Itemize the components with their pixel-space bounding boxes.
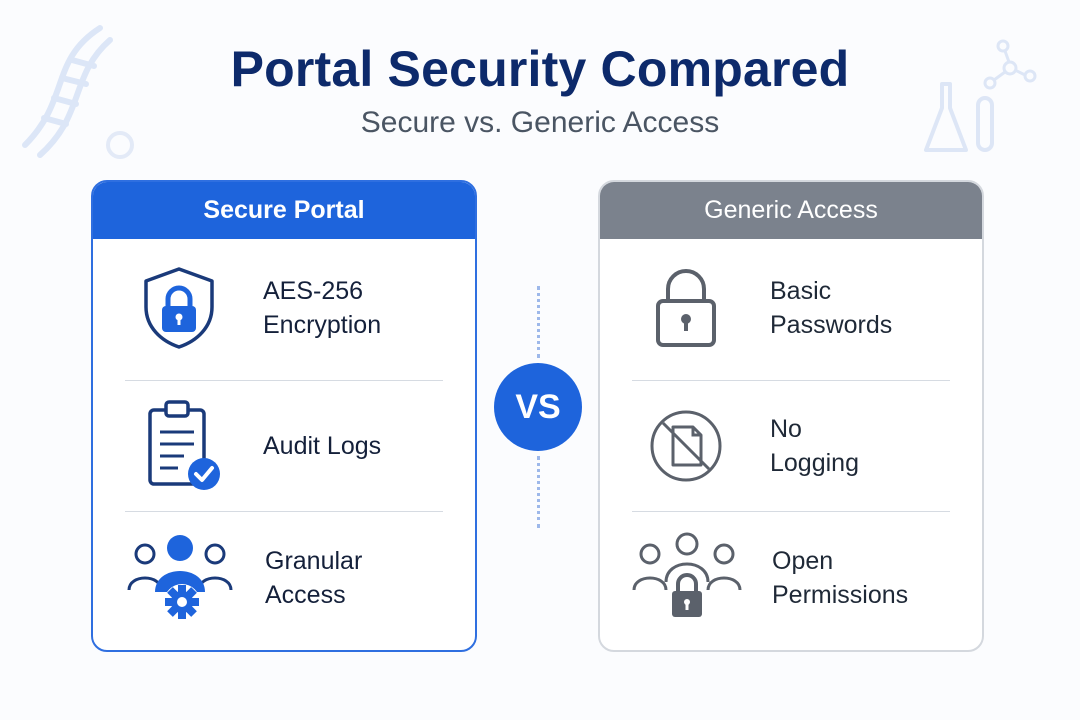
vs-connector-bottom: [537, 456, 540, 528]
list-item: AES-256 Encryption: [125, 242, 443, 374]
no-document-icon: [632, 396, 740, 496]
dna-icon: [22, 25, 134, 159]
item-label: AES-256 Encryption: [263, 277, 382, 339]
list-item: Audit Logs: [125, 380, 443, 512]
clipboard-check-icon: [125, 396, 233, 496]
item-label: Granular Access: [265, 547, 363, 609]
generic-access-card: Generic Access Basic Passwords No Loggin…: [598, 180, 984, 652]
padlock-icon: [632, 258, 740, 358]
item-label: No Logging: [770, 415, 859, 477]
list-item: No Logging: [632, 380, 950, 512]
divider: [632, 511, 950, 512]
flask-icon: [924, 82, 994, 152]
users-lock-icon: [632, 528, 742, 628]
secure-portal-header: Secure Portal: [93, 182, 475, 239]
page-subtitle: Secure vs. Generic Access: [360, 106, 720, 139]
divider: [125, 380, 443, 381]
vs-badge: VS: [494, 363, 582, 451]
divider: [632, 380, 950, 381]
vs-connector-top: [537, 286, 540, 358]
generic-access-header: Generic Access: [600, 182, 982, 239]
list-item: Basic Passwords: [632, 242, 950, 374]
list-item: Open Permissions: [632, 512, 950, 644]
list-item: Granular Access: [125, 512, 443, 644]
divider: [125, 511, 443, 512]
item-label: Audit Logs: [263, 432, 382, 460]
item-label: Basic Passwords: [770, 277, 893, 339]
users-gear-icon: [125, 528, 235, 628]
shield-lock-icon: [125, 258, 233, 358]
molecule-icon: [983, 39, 1037, 90]
page-title: Portal Security Compared: [230, 41, 850, 97]
secure-portal-card: Secure Portal AES-256 Encryption: [91, 180, 477, 652]
item-label: Open Permissions: [772, 547, 909, 609]
